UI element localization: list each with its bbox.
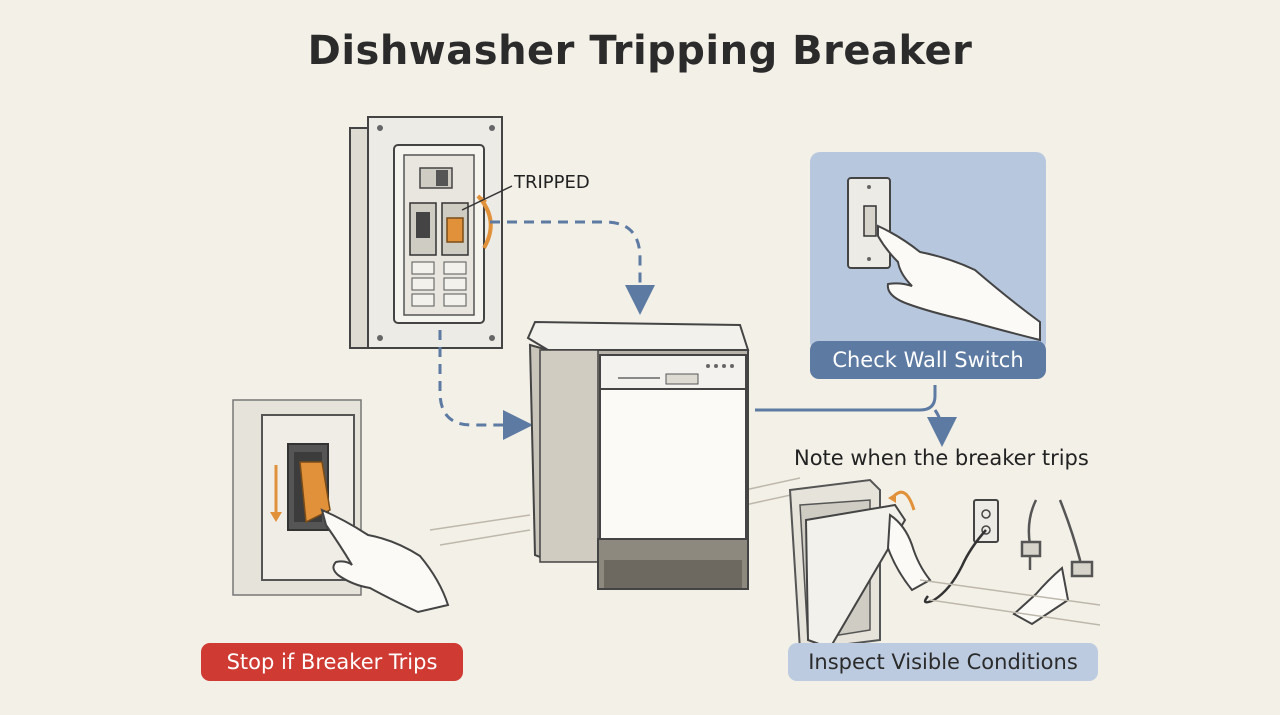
check-wall-switch-badge: Check Wall Switch bbox=[810, 341, 1046, 379]
floor-lines-right bbox=[919, 579, 1101, 626]
hand-icon bbox=[320, 508, 450, 614]
water-valve-icon bbox=[1020, 499, 1094, 578]
breaker-panel-icon bbox=[349, 116, 513, 349]
dashed-arrow-to-dishwasher-lower bbox=[438, 330, 533, 440]
dashed-arrow-to-dishwasher bbox=[490, 220, 655, 315]
dishwasher-icon bbox=[526, 320, 750, 590]
open-dishwasher-icon bbox=[788, 478, 916, 652]
connector-arrow-down bbox=[926, 409, 957, 447]
inspect-visible-conditions-badge: Inspect Visible Conditions bbox=[788, 643, 1098, 681]
tripped-label: TRIPPED bbox=[514, 172, 590, 193]
hand-icon bbox=[886, 513, 932, 592]
wall-switch-icon bbox=[847, 177, 891, 269]
stop-if-breaker-trips-badge: Stop if Breaker Trips bbox=[201, 643, 463, 681]
outlet-icon bbox=[923, 499, 999, 604]
page-title: Dishwasher Tripping Breaker bbox=[307, 28, 973, 74]
connector-line-right bbox=[755, 385, 937, 412]
note-text: Note when the breaker trips bbox=[794, 446, 1089, 470]
hand-icon bbox=[1012, 566, 1070, 626]
hand-icon bbox=[877, 224, 1041, 342]
